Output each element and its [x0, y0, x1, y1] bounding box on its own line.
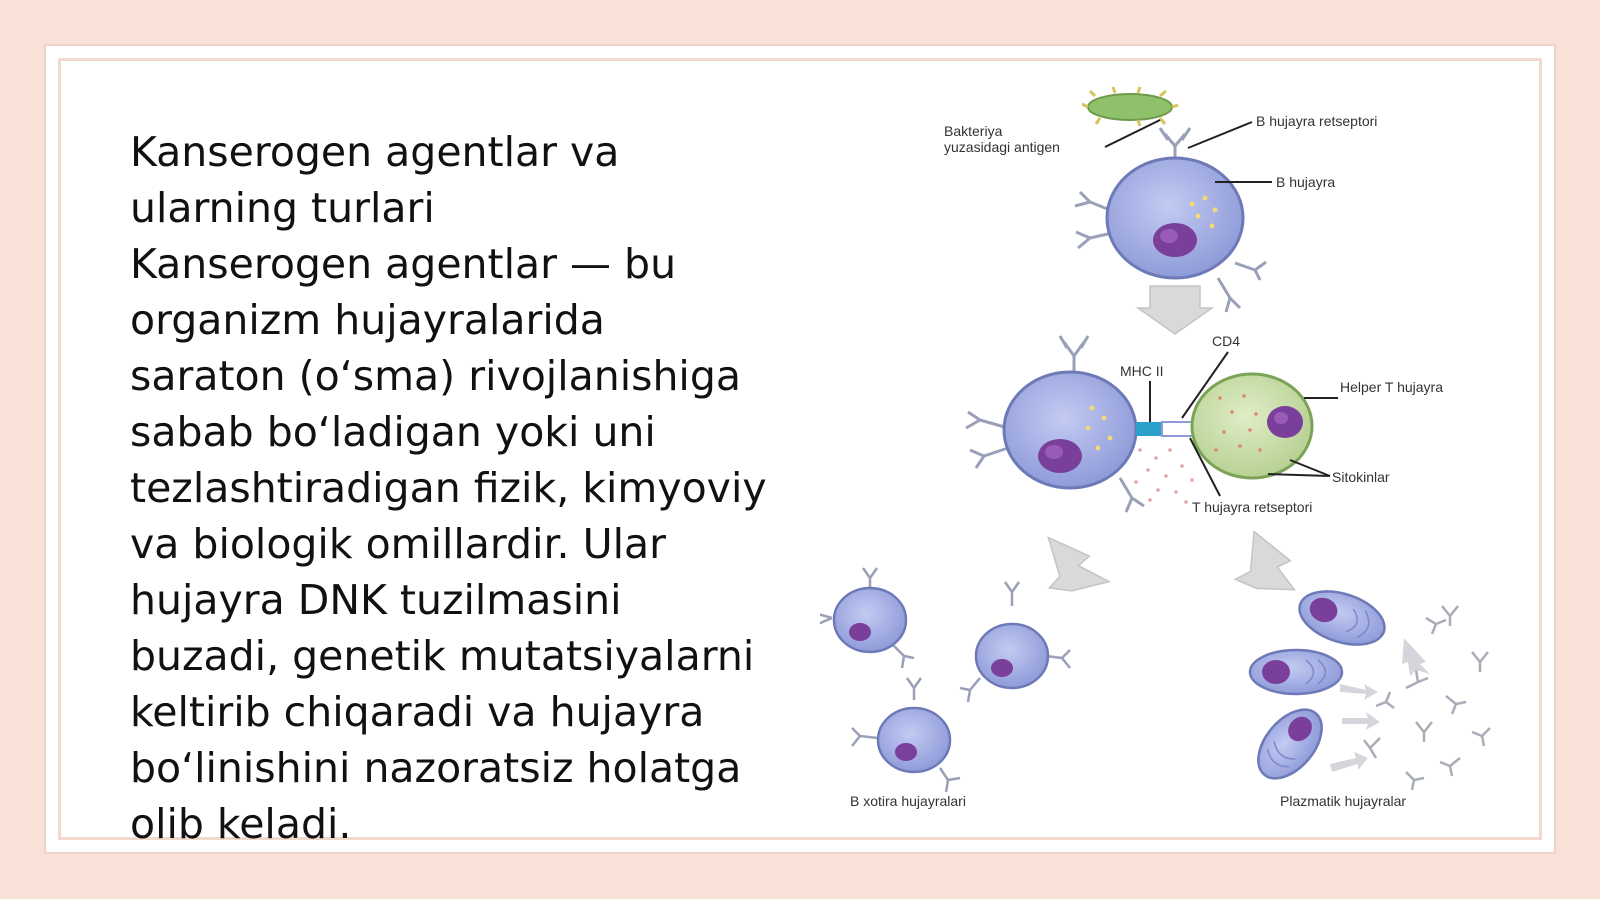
title-line-2: ularning turlari [130, 184, 435, 232]
arrow-left-down-icon [1047, 536, 1112, 592]
arrow-down-icon [1135, 285, 1215, 335]
label-t-receptor: T hujayra retseptori [1192, 499, 1312, 515]
memory-b-cells [817, 567, 1071, 793]
body-line-6: va biologik omillardir. Ular [130, 520, 667, 568]
body-line-1: Kanserogen agentlar — bu [130, 240, 677, 288]
plasma-cells [1248, 590, 1386, 780]
antibody-motion-arrows [1330, 638, 1430, 772]
bacterium [1081, 86, 1179, 127]
body-line-11: olib keladi. [130, 800, 352, 848]
body-line-3: saraton (o‘sma) rivojlanishiga [130, 352, 741, 400]
b-cell-top [1074, 127, 1267, 313]
b-cell-middle [965, 335, 1145, 513]
label-b-cell: B hujayra [1276, 174, 1335, 190]
body-line-4: sabab bo‘ladigan yoki uni [130, 408, 656, 456]
arrow-right-down-icon [1233, 530, 1296, 591]
body-line-5: tezlashtiradigan fizik, kimyoviy [130, 464, 767, 512]
label-helper-t: Helper T hujayra [1340, 379, 1443, 395]
body-line-10: bo‘linishini nazoratsiz holatga [130, 744, 742, 792]
label-b-receptor: B hujayra retseptori [1256, 113, 1377, 129]
immune-response-diagram: Bakteriya yuzasidagi antigen B hujayra r… [817, 78, 1520, 838]
label-plasma-cells: Plazmatik hujayralar [1280, 793, 1406, 809]
label-cd4: CD4 [1212, 333, 1240, 349]
title-line-1: Kanserogen agentlar va [130, 128, 620, 176]
label-antigen-1: Bakteriya [944, 123, 1003, 139]
cytokine-dots [1134, 448, 1194, 504]
antibodies [1363, 605, 1491, 791]
slide-text: Kanserogen agentlar va ularning turlari … [130, 124, 810, 852]
body-line-9: keltirib chiqaradi va hujayra [130, 688, 705, 736]
label-antigen-2: yuzasidagi antigen [944, 139, 1060, 155]
label-mhc2: MHC II [1120, 363, 1164, 379]
body-line-8: buzadi, genetik mutatsiyalarni [130, 632, 755, 680]
body-line-2: organizm hujayralarida [130, 296, 605, 344]
mhc-complex [1136, 422, 1162, 436]
label-memory-cells: B xotira hujayralari [850, 793, 966, 809]
helper-t-cell [1190, 372, 1314, 480]
body-line-7: hujayra DNK tuzilmasini [130, 576, 622, 624]
label-cytokines: Sitokinlar [1332, 469, 1390, 485]
diagram-svg: Bakteriya yuzasidagi antigen B hujayra r… [817, 86, 1491, 809]
